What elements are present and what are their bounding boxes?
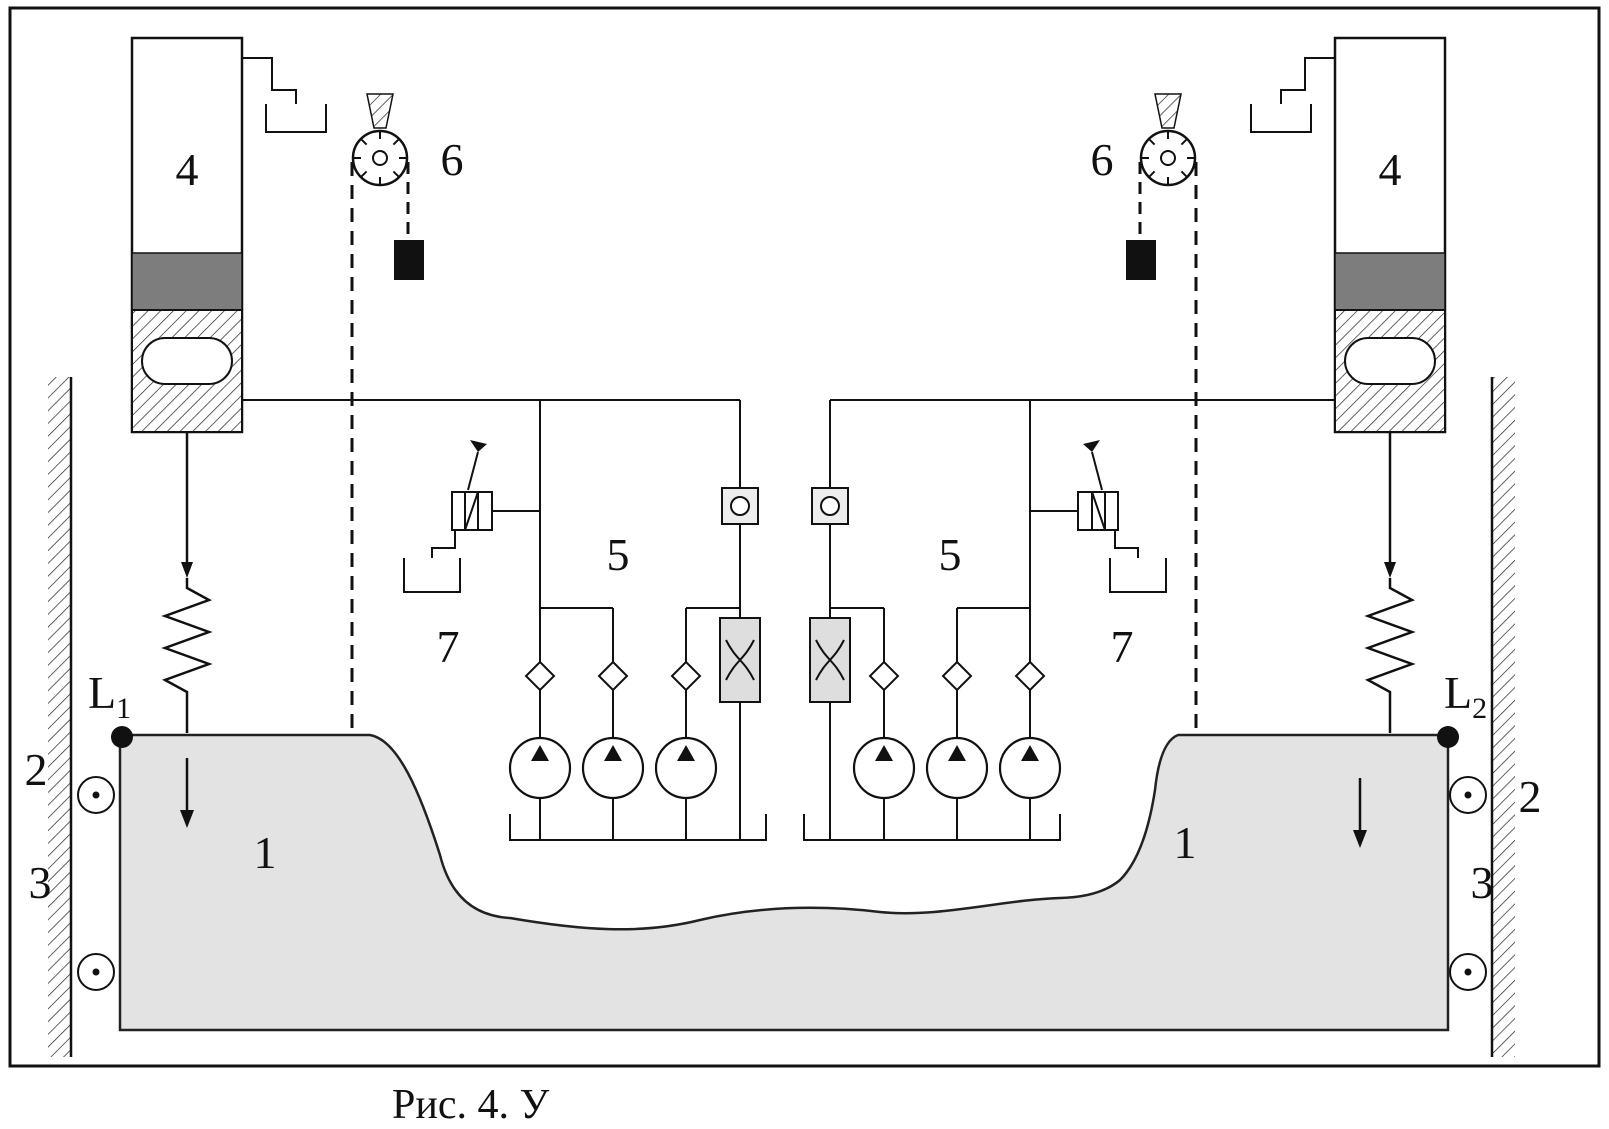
pumps-left: [508, 736, 718, 800]
valve-drain-pipe-right: [1114, 530, 1139, 558]
label-roller-left: 3: [29, 857, 52, 908]
label-pulley-left: 6: [441, 134, 464, 185]
pump-circuit-right: [803, 400, 1062, 841]
cylinder-right: [1250, 36, 1447, 578]
label-valve-left: 7: [437, 621, 460, 672]
label-pumpgroup-left: 5: [607, 529, 630, 580]
relief-valve-right: [1030, 440, 1167, 593]
valve-drain-pipe-left: [431, 530, 456, 558]
valve-drain-tank-right: [1109, 558, 1167, 593]
point-l1-marker: [111, 726, 133, 748]
motion-arrow-right: [1353, 778, 1367, 848]
weight-left: [394, 240, 424, 280]
relief-valve-left: [403, 440, 540, 593]
rod-arrow-right: [1384, 562, 1396, 578]
throttle-right: [809, 617, 851, 703]
motion-arrow-left: [180, 758, 194, 828]
pulley-right: [1139, 93, 1197, 187]
pulley-mount-right: [1154, 93, 1182, 129]
pumps-right: [852, 736, 1062, 800]
wall-hatch-right: [1492, 377, 1515, 1057]
drain-pipe-right: [1280, 57, 1335, 104]
rollers-right: [1449, 776, 1487, 991]
valve-lever-left: [467, 451, 479, 491]
label-guide-right: 2: [1519, 771, 1542, 822]
spring-left: [161, 578, 213, 733]
seal-cavity-right: [1344, 337, 1436, 385]
label-valve-right: 7: [1111, 621, 1134, 672]
guide-wall-left: [48, 377, 73, 1057]
drain-tank-icon: [265, 104, 327, 133]
label-mass-right: 1: [1174, 817, 1197, 868]
label-pulley-right: 6: [1091, 134, 1114, 185]
pulley-left: [351, 93, 409, 187]
point-l2-marker: [1437, 726, 1459, 748]
seal-cavity-left: [141, 337, 233, 385]
drain-pipe-left: [242, 57, 297, 104]
figure-caption: Рис. 4. У: [392, 1082, 549, 1128]
label-guide-left: 2: [25, 744, 48, 795]
label-cylinder-left: 4: [176, 144, 199, 195]
rollers-left: [77, 776, 115, 991]
piston-right: [1334, 252, 1446, 311]
manifold-left: [509, 814, 767, 841]
label-pumpgroup-right: 5: [939, 529, 962, 580]
mass-body: [118, 733, 1450, 1032]
spring-right: [1364, 578, 1416, 733]
wall-hatch-left: [48, 377, 71, 1057]
drain-tank-icon: [1250, 104, 1312, 133]
rod-arrow-left: [181, 562, 193, 578]
label-point-l1: L1: [88, 667, 131, 725]
valve-drain-tank-left: [403, 558, 461, 593]
pump-circuit-left: [508, 400, 767, 841]
label-mass-left: 1: [254, 827, 277, 878]
weight-right: [1126, 240, 1156, 280]
label-point-l2: L2: [1444, 667, 1487, 725]
guide-wall-right: [1490, 377, 1515, 1057]
pulley-mount-left: [366, 93, 394, 129]
label-roller-right: 3: [1471, 857, 1494, 908]
label-cylinder-right: 4: [1379, 144, 1402, 195]
piston-left: [131, 252, 243, 311]
manifold-right: [803, 814, 1061, 841]
cylinder-left: [130, 36, 327, 578]
valve-lever-right: [1091, 451, 1103, 491]
